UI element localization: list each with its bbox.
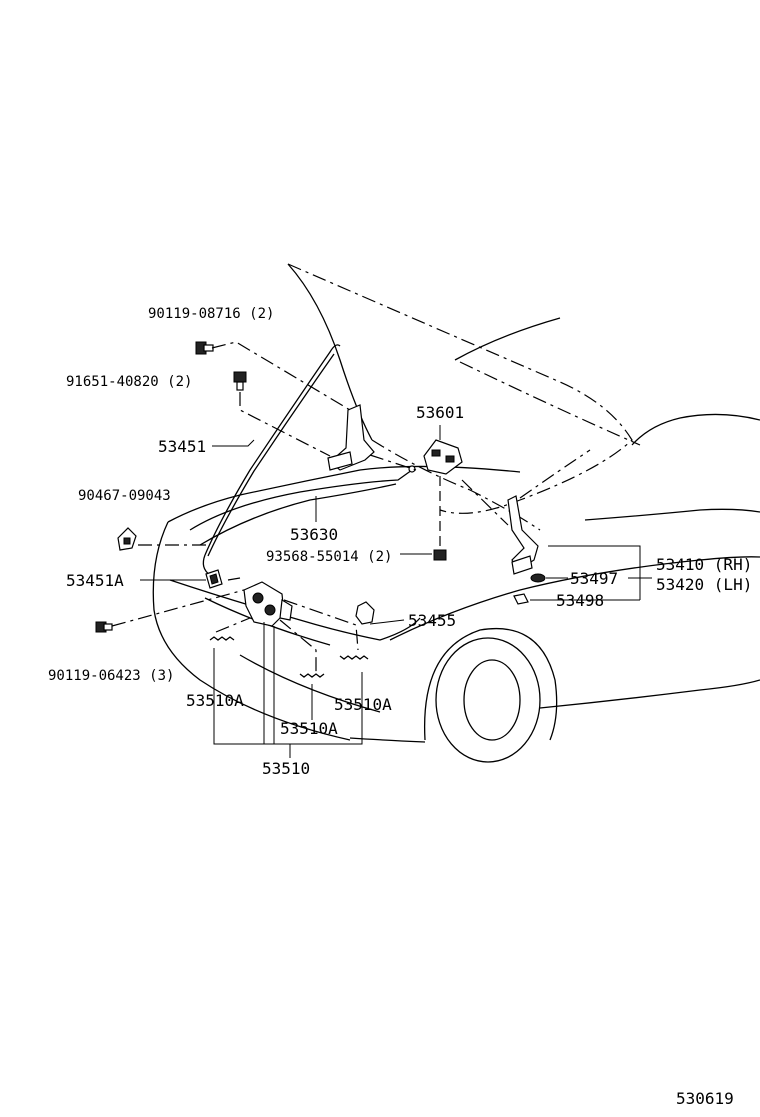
car-body-outline <box>152 263 760 763</box>
label-lock-hook: 53601 <box>416 403 464 422</box>
clamp-part <box>355 601 375 625</box>
part-labels: 90119-08716 (2) 91651-40820 (2) 53451 53… <box>48 306 752 1108</box>
label-hinge-rh: 53410 (RH) <box>656 555 752 574</box>
lock-hook-part <box>423 439 463 475</box>
label-bolt-top: 90119-08716 (2) <box>148 306 274 322</box>
label-grommet: 53451A <box>66 571 124 590</box>
bolt-hinge-part <box>233 371 247 391</box>
assembly-guide-lines <box>111 341 509 672</box>
label-spring-left: 53510A <box>186 691 244 710</box>
label-clip-left: 90467-09043 <box>78 488 171 504</box>
label-hinge-bolt-a: 53497 <box>570 569 618 588</box>
spring-center-part <box>299 673 325 678</box>
bolt-top-part <box>195 341 214 355</box>
hinge-bolt-b-part <box>513 593 529 605</box>
label-ref-number: 530619 <box>676 1089 734 1108</box>
label-lock-assembly: 53510 <box>262 759 310 778</box>
label-support-rod: 53451 <box>158 437 206 456</box>
label-spring-center: 53510A <box>280 719 338 738</box>
spring-right-part <box>339 655 369 660</box>
hood-hinge-center-part <box>327 404 375 471</box>
bolt-lock-part <box>95 621 113 633</box>
label-spring-right: 53510A <box>334 695 392 714</box>
label-cable: 53630 <box>290 525 338 544</box>
grommet-part <box>205 569 223 589</box>
spring-left-part <box>209 636 235 641</box>
hinge-bolt-a-part <box>530 573 546 583</box>
clip-left-part <box>117 527 137 551</box>
leader-lines <box>140 425 652 758</box>
release-cable-part <box>189 465 416 546</box>
label-clamp: 53455 <box>408 611 456 630</box>
label-hinge-bolt-b: 53498 <box>556 591 604 610</box>
label-bolt-lock: 90119-06423 (3) <box>48 668 174 684</box>
label-bolt-hook: 93568-55014 (2) <box>266 549 392 565</box>
label-bolt-hinge: 91651-40820 (2) <box>66 374 192 390</box>
label-hinge-lh: 53420 (LH) <box>656 575 752 594</box>
bolt-hook-part <box>433 476 447 561</box>
hinge-right-part <box>507 495 539 575</box>
hood-lock-assembly-part <box>243 581 293 627</box>
